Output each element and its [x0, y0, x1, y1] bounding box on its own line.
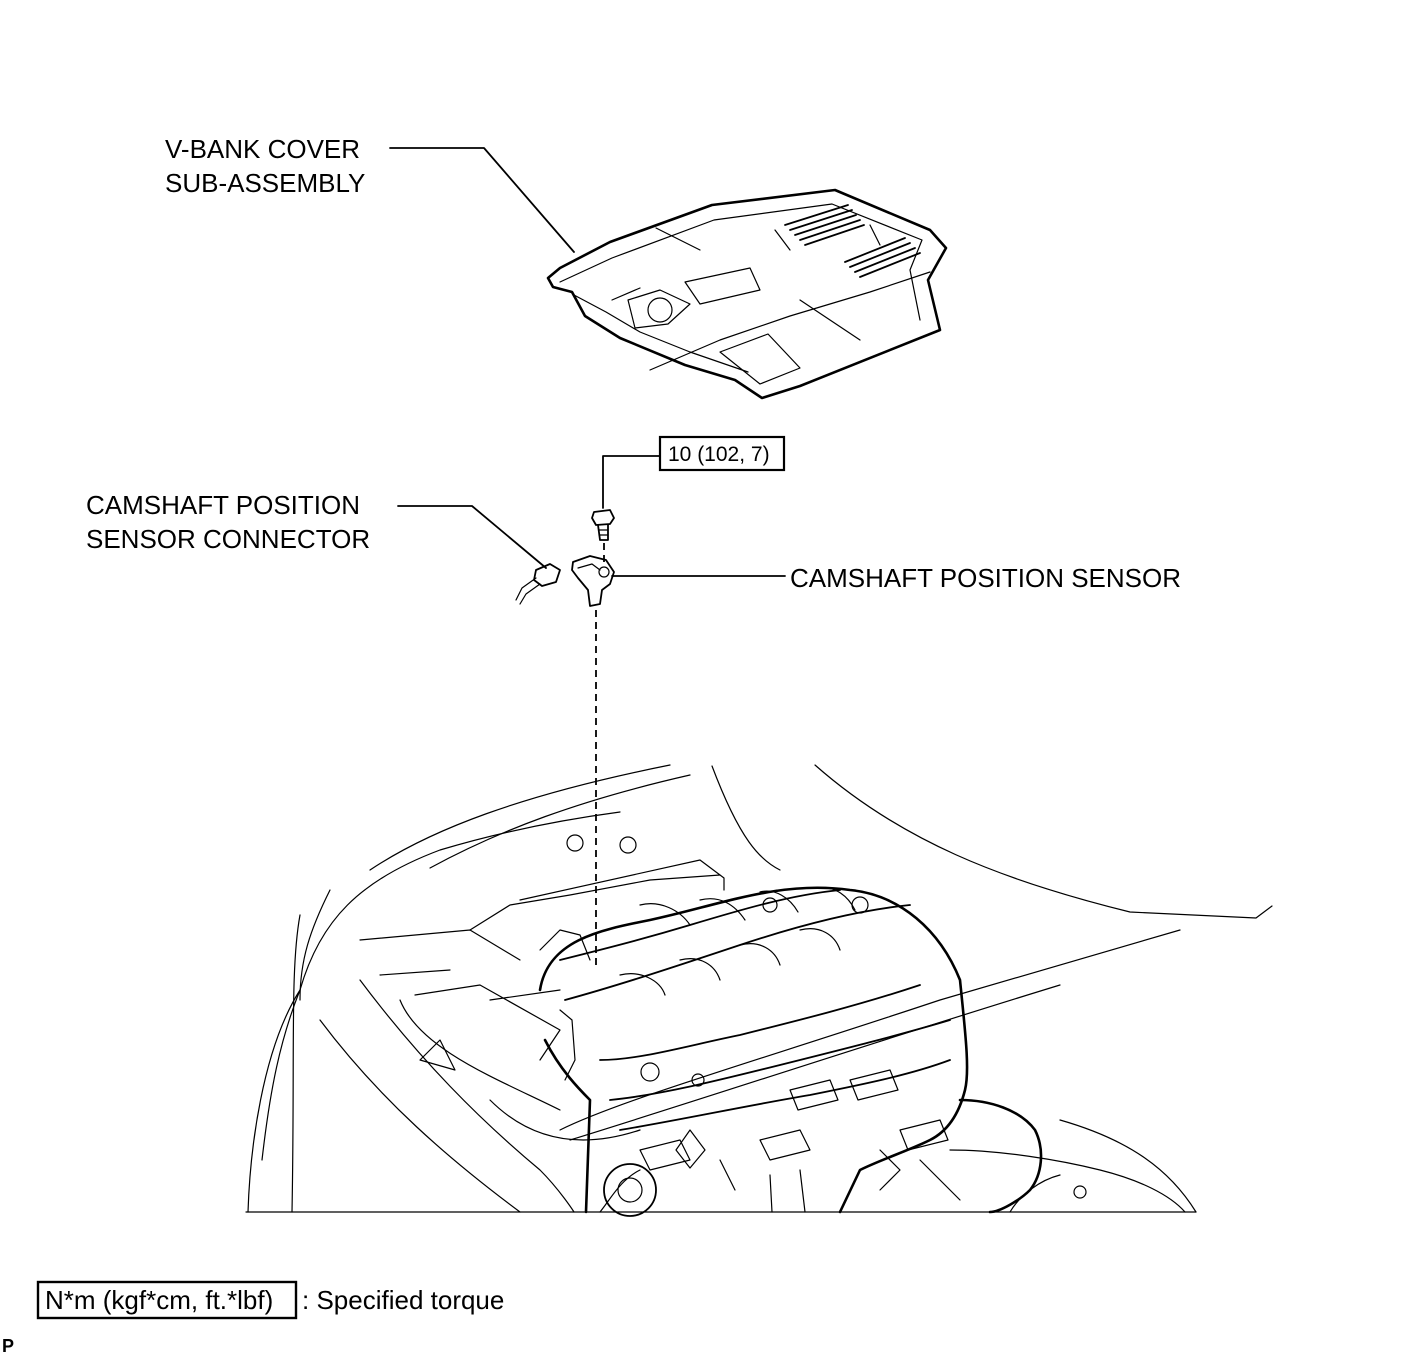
bolt-drawing: [591, 509, 615, 541]
torque-value-text: 10 (102, 7): [668, 443, 770, 466]
connector-label-line1: CAMSHAFT POSITION: [86, 490, 360, 520]
v-bank-cover-leader: [389, 147, 575, 253]
v-bank-cover-label-line1: V-BANK COVER: [165, 134, 360, 164]
connector-label-line2: SENSOR CONNECTOR: [86, 524, 370, 554]
legend-unit-box: [36, 1280, 298, 1320]
camshaft-sensor-drawing: [571, 555, 615, 607]
v-bank-cover-label-line2: SUB-ASSEMBLY: [165, 168, 365, 198]
corner-mark: P: [2, 1336, 14, 1356]
engine-bay-drawing: [247, 764, 1273, 1217]
sensor-connector-drawing: [515, 563, 561, 605]
v-bank-cover-drawing: [546, 188, 948, 400]
legend-unit-text: N*m (kgf*cm, ft.*lbf): [45, 1285, 273, 1315]
torque-value-box: [658, 435, 786, 472]
sensor-label: CAMSHAFT POSITION SENSOR: [790, 563, 1181, 593]
torque-leader: [602, 455, 661, 509]
connector-leader: [397, 505, 547, 569]
legend-description: : Specified torque: [302, 1285, 504, 1315]
